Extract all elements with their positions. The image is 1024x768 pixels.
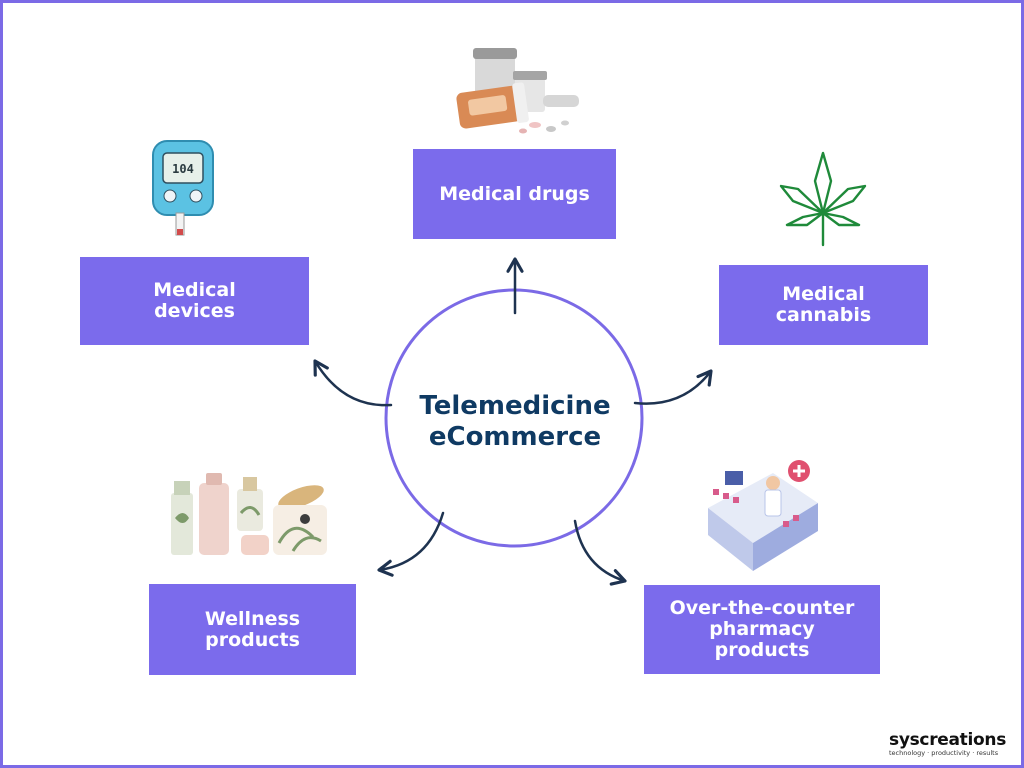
- box-wellness-products: Wellness products: [149, 584, 356, 675]
- box-otc-pharmacy: Over-the-counter pharmacy products: [644, 585, 880, 674]
- brand-tagline: technology · productivity · results: [889, 749, 999, 757]
- pharmacy-counter-icon: [708, 460, 818, 571]
- box-medical-devices: Medical devices: [80, 257, 309, 345]
- cosmetics-icon: [171, 473, 327, 555]
- cannabis-leaf-icon: [779, 151, 867, 247]
- arrow-to-medical-devices: [313, 359, 393, 407]
- label-medical-drugs: Medical drugs: [439, 182, 590, 205]
- arrow-to-wellness: [377, 511, 445, 577]
- diagram-artwork: 104: [152, 48, 867, 586]
- label-wellness-products: Wellness products: [204, 607, 301, 651]
- label-medical-devices: Medical devices: [153, 279, 236, 322]
- center-title: Telemedicine eCommerce: [419, 391, 611, 452]
- arrow-to-medical-cannabis: [633, 369, 713, 405]
- label-otc-pharmacy: Over-the-counter pharmacy products: [669, 597, 855, 661]
- arrow-to-otc-pharmacy: [573, 519, 627, 586]
- brand-name: syscreations: [889, 730, 1007, 750]
- label-medical-cannabis: Medical cannabis: [775, 283, 872, 326]
- box-medical-drugs: Medical drugs: [413, 149, 616, 239]
- pill-bottles-icon: [456, 48, 579, 134]
- brand-logo: syscreations technology · productivity ·…: [889, 731, 1019, 758]
- box-medical-cannabis: Medical cannabis: [719, 265, 928, 345]
- svg-text:104: 104: [172, 162, 194, 176]
- glucose-meter-icon: 104: [152, 140, 214, 236]
